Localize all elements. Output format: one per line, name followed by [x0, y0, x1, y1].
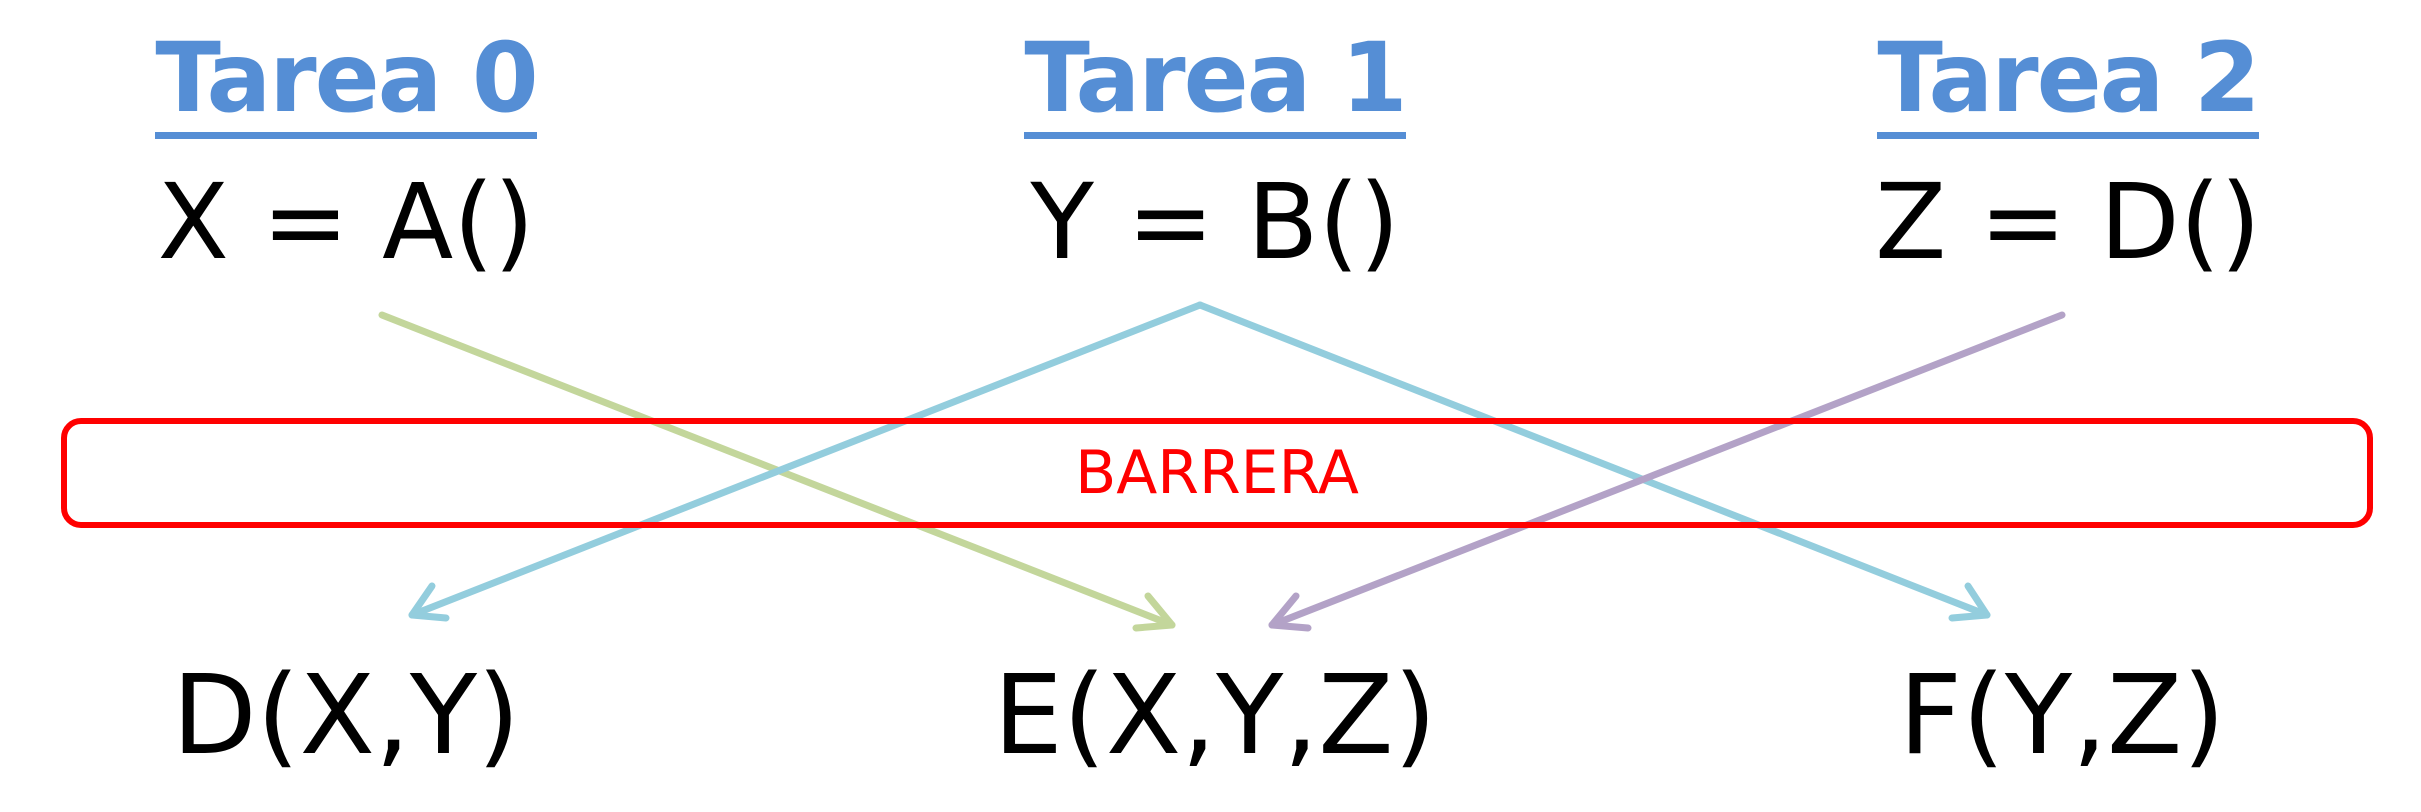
task-2-title: Tarea 2 — [1818, 30, 2318, 139]
barrier-label: BARRERA — [1075, 438, 1359, 508]
arrow-x-to-e-head — [1132, 592, 1176, 632]
result-e: E(X,Y,Z) — [993, 651, 1437, 779]
barrier-box: BARRERA — [61, 418, 2373, 528]
arrow-z-to-e-head — [1268, 592, 1312, 632]
arrow-y-to-f-head — [1948, 582, 1991, 622]
arrow-y-to-f — [1196, 301, 1991, 619]
task-0-expression: X = A() — [157, 161, 535, 283]
task-1-expression: Y = B() — [1030, 161, 1400, 283]
arrow-y-to-d — [408, 301, 1204, 619]
arrow-y-to-d-head — [408, 582, 450, 622]
task-1-title: Tarea 1 — [965, 30, 1465, 139]
arrow-z-to-e — [1268, 311, 2066, 629]
task-0-title: Tarea 0 — [96, 30, 596, 139]
task-2-expression: Z = D() — [1875, 161, 2261, 283]
result-f: F(Y,Z) — [1898, 651, 2226, 779]
result-d: D(X,Y) — [171, 651, 521, 779]
